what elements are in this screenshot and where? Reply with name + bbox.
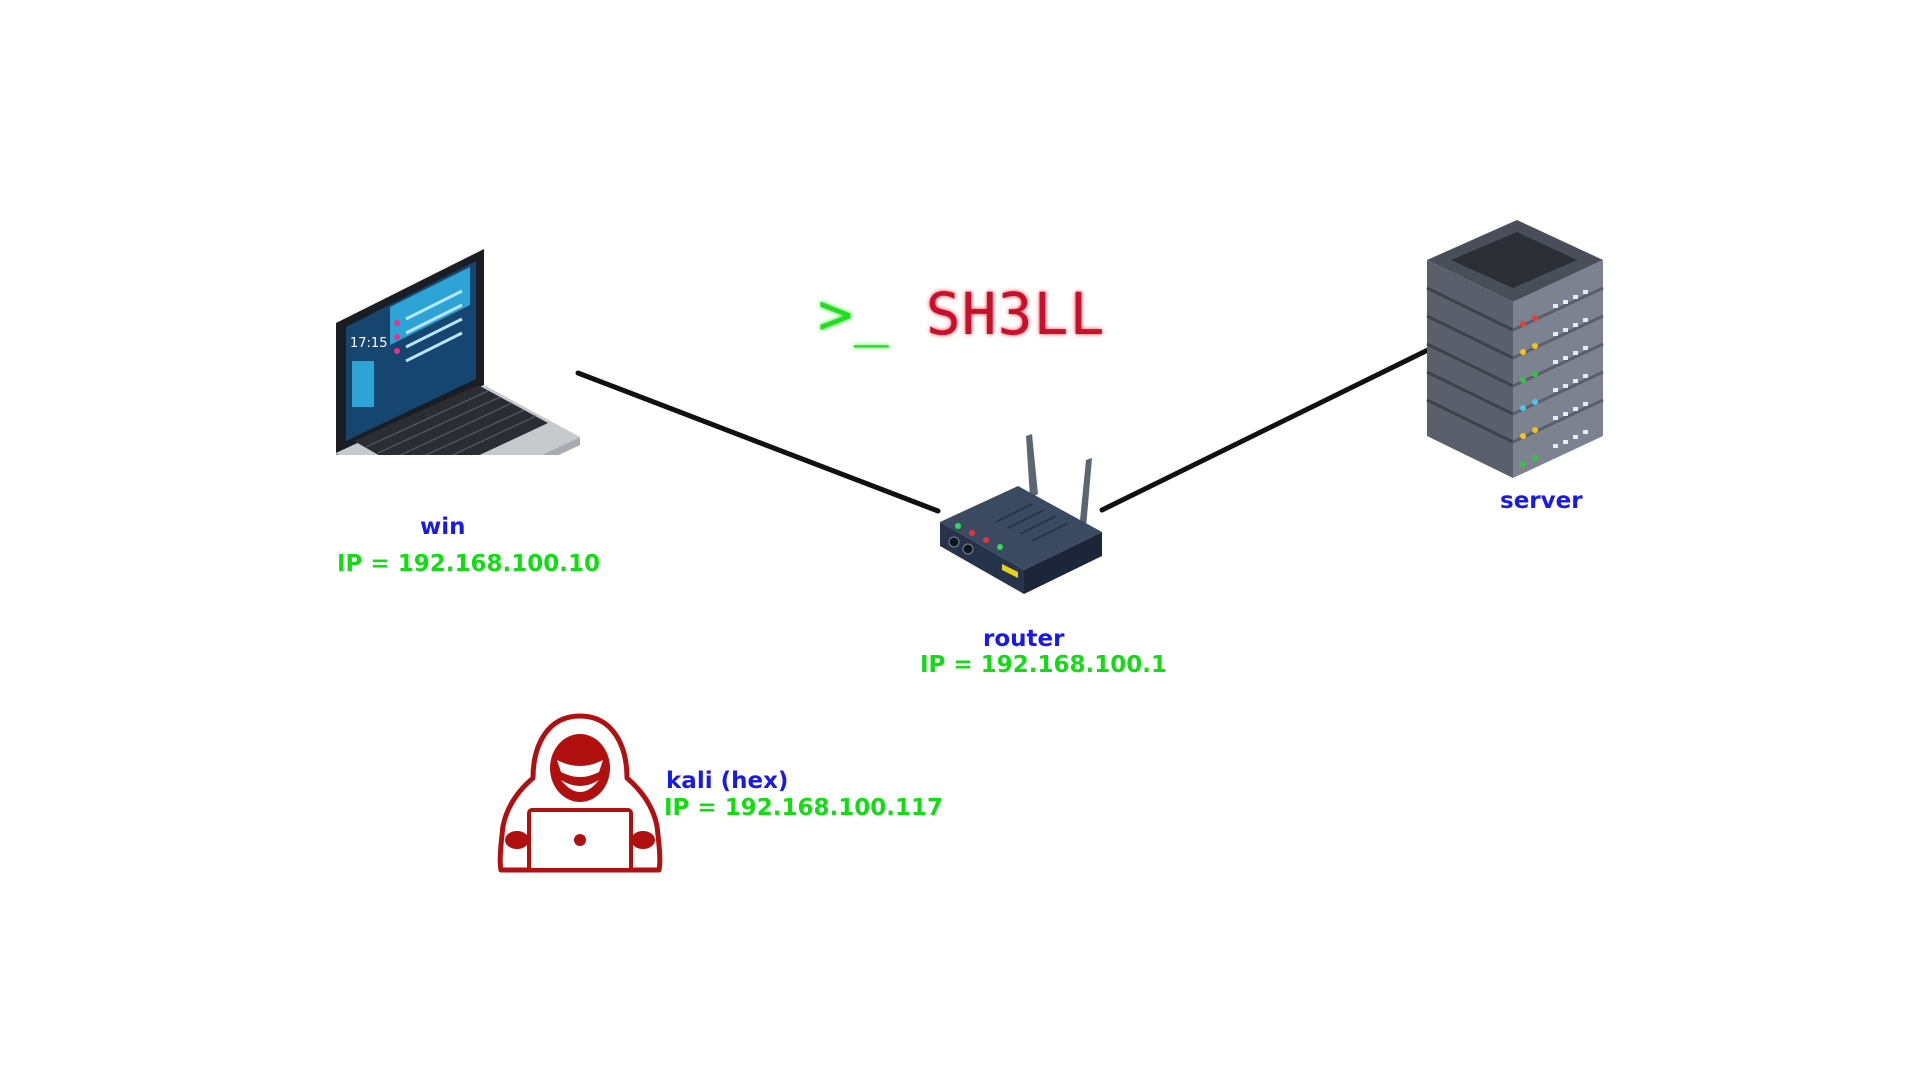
- kali-ip: IP = 192.168.100.117: [664, 795, 943, 821]
- hooded-hacker-icon: [497, 713, 663, 873]
- server-rack-icon: [1426, 220, 1604, 478]
- router-icon: [940, 434, 1102, 594]
- svg-text:17:15: 17:15: [350, 336, 387, 351]
- win-ip: IP = 192.168.100.10: [337, 551, 600, 577]
- kali-name: kali (hex): [666, 768, 789, 794]
- router-ip: IP = 192.168.100.1: [920, 652, 1167, 678]
- win-name: win: [420, 514, 466, 540]
- router-name: router: [983, 626, 1065, 652]
- server-name: server: [1500, 488, 1583, 514]
- shell-word: SH3LL: [925, 280, 1106, 348]
- laptop-icon: 17:15: [336, 249, 580, 455]
- link-router-server: [1099, 344, 1437, 513]
- shell-banner: >_ SH3LL: [818, 280, 1105, 348]
- link-win-router: [575, 370, 941, 514]
- shell-prompt: >_: [818, 280, 890, 348]
